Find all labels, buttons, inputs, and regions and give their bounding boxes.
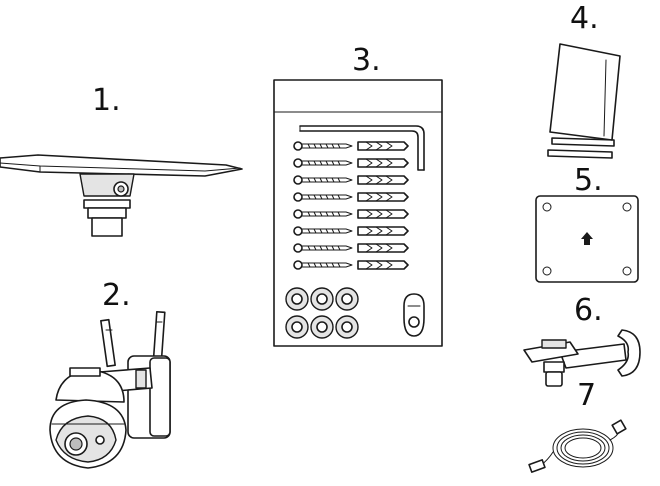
item-number-1: 1. bbox=[92, 83, 121, 118]
cable-clip bbox=[403, 293, 425, 337]
item-number-6: 6. bbox=[574, 293, 603, 328]
wall-anchor-set bbox=[357, 141, 409, 270]
item-number-4: 4. bbox=[570, 1, 599, 36]
screw-set bbox=[293, 141, 353, 270]
item-number-2: 2. bbox=[102, 278, 131, 313]
item-number-3: 3. bbox=[352, 43, 381, 78]
item-number-5: 5. bbox=[574, 163, 603, 198]
thumb-screw-set bbox=[285, 287, 359, 339]
item-number-7: 7 bbox=[577, 378, 597, 413]
